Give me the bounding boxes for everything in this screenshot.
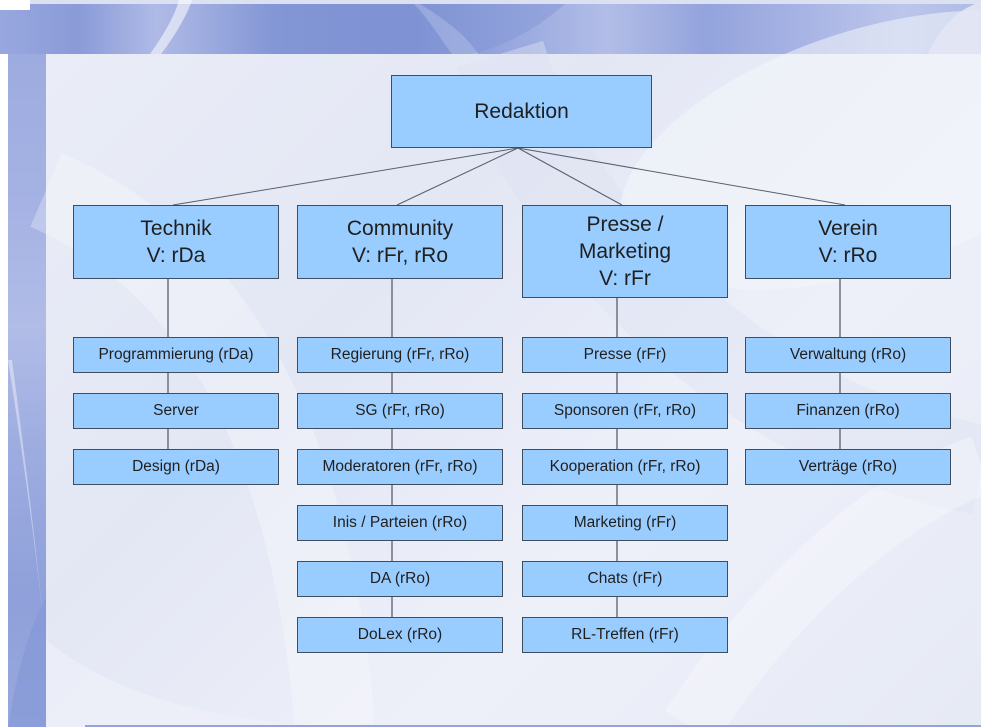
org-node-server: Server: [73, 393, 279, 429]
org-node-sg-rfr-rro: SG (rFr, rRo): [297, 393, 503, 429]
node-label: Redaktion: [474, 100, 569, 123]
node-label: Verein: [818, 217, 878, 240]
node-label: Moderatoren (rFr, rRo): [322, 458, 478, 475]
org-node-verwaltung-rro: Verwaltung (rRo): [745, 337, 951, 373]
org-node-dolex-rro: DoLex (rRo): [297, 617, 503, 653]
org-node-da-rro: DA (rRo): [297, 561, 503, 597]
org-node-sponsoren-rfr-rro: Sponsoren (rFr, rRo): [522, 393, 728, 429]
bottom-edge-line: [85, 725, 981, 727]
left-decorative-band: [8, 0, 46, 727]
node-label: Presse /: [586, 213, 664, 236]
node-label: Server: [153, 402, 199, 419]
node-label: RL-Treffen (rFr): [571, 626, 679, 643]
node-label: Sponsoren (rFr, rRo): [553, 402, 697, 419]
org-node-inis-parteien-rro: Inis / Parteien (rRo): [297, 505, 503, 541]
node-label: V: rRo: [818, 244, 878, 267]
org-node-finanzen-rro: Finanzen (rRo): [745, 393, 951, 429]
node-label: Design (rDa): [132, 458, 220, 475]
node-label: SG (rFr, rRo): [355, 402, 445, 419]
node-label: V: rFr, rRo: [351, 244, 449, 267]
node-label: V: rFr: [599, 267, 651, 290]
node-label: Community: [346, 217, 454, 240]
org-node-presse: Presse / Marketing V: rFr: [522, 205, 728, 298]
node-label: Kooperation (rFr, rRo): [549, 458, 701, 475]
node-label: Presse (rFr): [583, 346, 667, 363]
node-label: Technik: [140, 217, 212, 240]
node-label: Verträge (rRo): [798, 458, 898, 475]
org-node-community: Community V: rFr, rRo: [297, 205, 503, 279]
org-node-redaktion: Redaktion: [391, 75, 652, 148]
org-node-marketing-rfr: Marketing (rFr): [522, 505, 728, 541]
top-edge-strip: [30, 0, 981, 4]
node-label: Chats (rFr): [587, 570, 663, 587]
org-node-design-rda: Design (rDa): [73, 449, 279, 485]
node-label: Verwaltung (rRo): [789, 346, 907, 363]
content-panel: [46, 54, 981, 727]
org-node-chats-rfr: Chats (rFr): [522, 561, 728, 597]
org-node-verein: Verein V: rRo: [745, 205, 951, 279]
top-decorative-band: [0, 4, 981, 54]
node-label: Marketing: [578, 240, 672, 263]
node-label: Inis / Parteien (rRo): [332, 514, 468, 531]
node-label: Regierung (rFr, rRo): [330, 346, 470, 363]
node-label: V: rDa: [146, 244, 206, 267]
node-label: DoLex (rRo): [357, 626, 443, 643]
org-node-technik: Technik V: rDa: [73, 205, 279, 279]
org-node-kooperation-rfr-rro: Kooperation (rFr, rRo): [522, 449, 728, 485]
node-label: Programmierung (rDa): [98, 346, 254, 363]
org-node-moderatoren-rfr-rro: Moderatoren (rFr, rRo): [297, 449, 503, 485]
node-label: Finanzen (rRo): [796, 402, 900, 419]
org-node-programmierung-rda: Programmierung (rDa): [73, 337, 279, 373]
org-node-regierung-rfr-rro: Regierung (rFr, rRo): [297, 337, 503, 373]
node-label: Marketing (rFr): [573, 514, 677, 531]
corner-notch: [0, 0, 30, 10]
org-node-presse-rfr: Presse (rFr): [522, 337, 728, 373]
org-node-verträge-rro: Verträge (rRo): [745, 449, 951, 485]
org-node-rl-treffen-rfr: RL-Treffen (rFr): [522, 617, 728, 653]
node-label: DA (rRo): [369, 570, 431, 587]
